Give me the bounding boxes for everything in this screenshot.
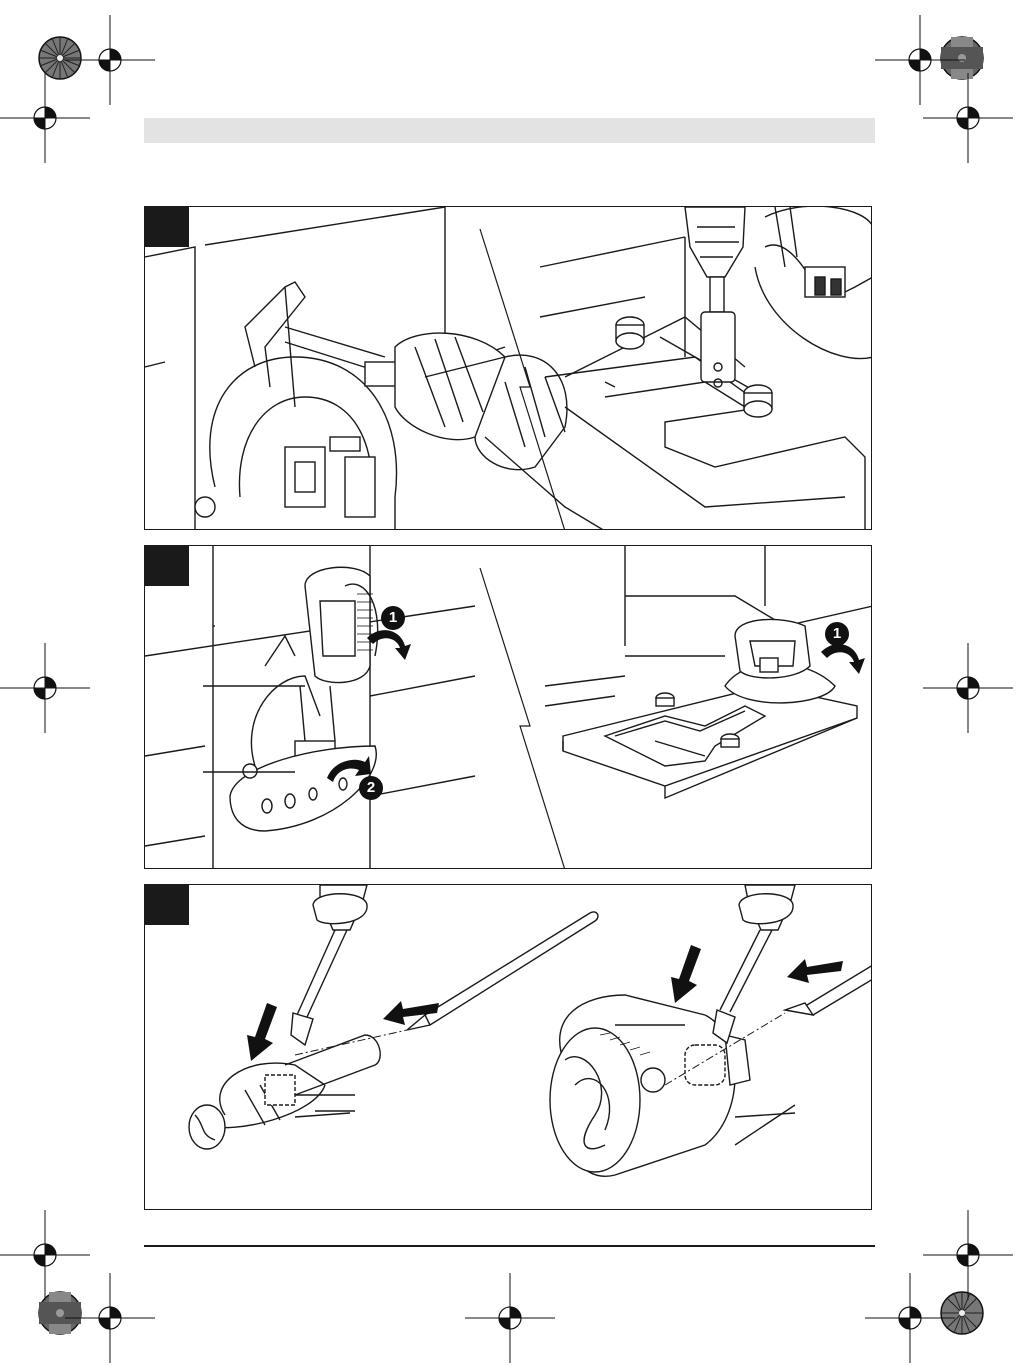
footer-rule (144, 1245, 875, 1247)
arrow-left-icon (785, 951, 845, 991)
callout-step-2: 2 (359, 776, 383, 800)
arrow-left-icon (381, 993, 441, 1033)
crosshair-registration-icon (865, 1273, 955, 1363)
crosshair-registration-icon (0, 643, 90, 733)
crosshair-registration-icon (923, 73, 1013, 163)
callout-step-1: 1 (381, 606, 405, 630)
figure-1-panel (144, 206, 872, 530)
rotate-arrow-icon (363, 624, 413, 664)
arrow-down-icon (665, 945, 705, 1005)
figure-2-illustration (145, 546, 872, 869)
figure-2-panel: 1 2 1 (144, 545, 872, 869)
crosshair-registration-icon (465, 1273, 555, 1363)
figure-2-tab (145, 546, 189, 586)
figure-1-illustration (145, 207, 872, 530)
crosshair-registration-icon (923, 643, 1013, 733)
crosshair-registration-icon (65, 1273, 155, 1363)
figure-3-tab (145, 885, 189, 925)
crosshair-registration-icon (0, 73, 90, 163)
arrow-down-icon (241, 1003, 281, 1063)
header-bar (144, 118, 875, 143)
figure-3-panel (144, 884, 872, 1210)
figure-1-tab (145, 207, 189, 247)
callout-step-1: 1 (825, 622, 849, 646)
